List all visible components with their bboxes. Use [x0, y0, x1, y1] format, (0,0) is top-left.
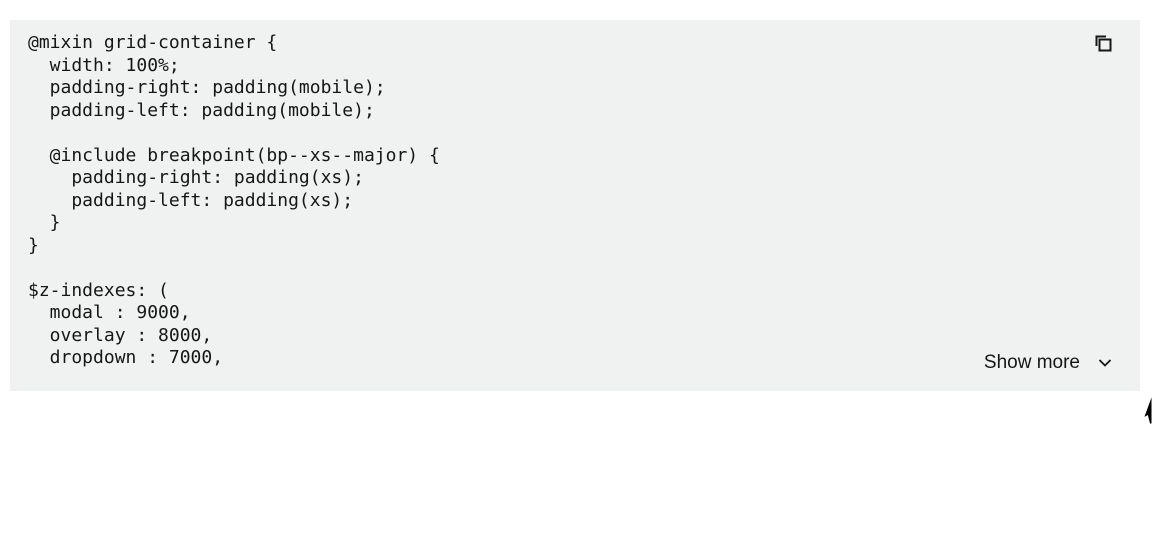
mouse-cursor [1142, 395, 1152, 426]
show-more-label: Show more [983, 352, 1080, 373]
show-more-button[interactable]: Show more [984, 351, 1114, 375]
code-block[interactable]: @mixin grid-container { width: 100%; pad… [28, 32, 440, 368]
chevron-down-icon [1096, 354, 1114, 372]
code-snippet-container: @mixin grid-container { width: 100%; pad… [10, 20, 1140, 391]
copy-icon [1093, 33, 1113, 53]
copy-button[interactable] [1088, 28, 1118, 58]
